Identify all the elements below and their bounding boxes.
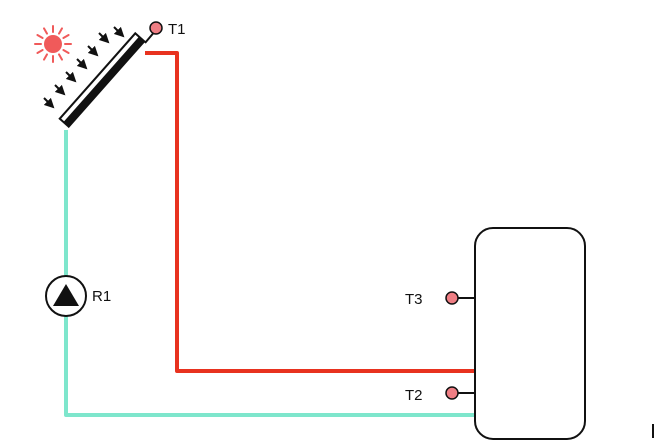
sun-ray-arrow-icon: [98, 32, 110, 44]
sun-ray-arrow-icon: [76, 58, 88, 70]
sun-ray: [43, 27, 48, 35]
sun-ray-arrow-icon: [43, 97, 55, 109]
t1-sensor-icon: [149, 21, 163, 35]
sun-ray-arrow-icon: [113, 26, 125, 38]
sun-ray: [62, 49, 70, 54]
sun-ray-arrow-icon: [54, 84, 66, 96]
sun-ray: [62, 34, 70, 39]
sun-ray-arrow-icon: [65, 71, 77, 83]
solar-collector: [58, 31, 146, 129]
t2-label: T2: [405, 387, 423, 404]
sun-ray: [43, 53, 48, 61]
t2-sensor-icon: [445, 386, 459, 400]
storage-tank: [474, 227, 586, 440]
sun-ray-arrow-icon: [87, 45, 99, 57]
sun-ray: [58, 53, 63, 61]
sun-ray-arrows: [43, 26, 125, 109]
sun-icon: [34, 25, 72, 63]
t3-label: T3: [405, 291, 423, 308]
pump-icon: [45, 275, 87, 317]
sun-ray: [58, 27, 63, 35]
edge-mark: [652, 424, 654, 438]
hot-flow-pipe: [145, 51, 528, 394]
sun-ray: [36, 49, 44, 54]
sun-ray: [36, 34, 44, 39]
t3-sensor-icon: [445, 291, 459, 305]
r1-label: R1: [92, 288, 111, 305]
t1-label: T1: [168, 21, 186, 38]
